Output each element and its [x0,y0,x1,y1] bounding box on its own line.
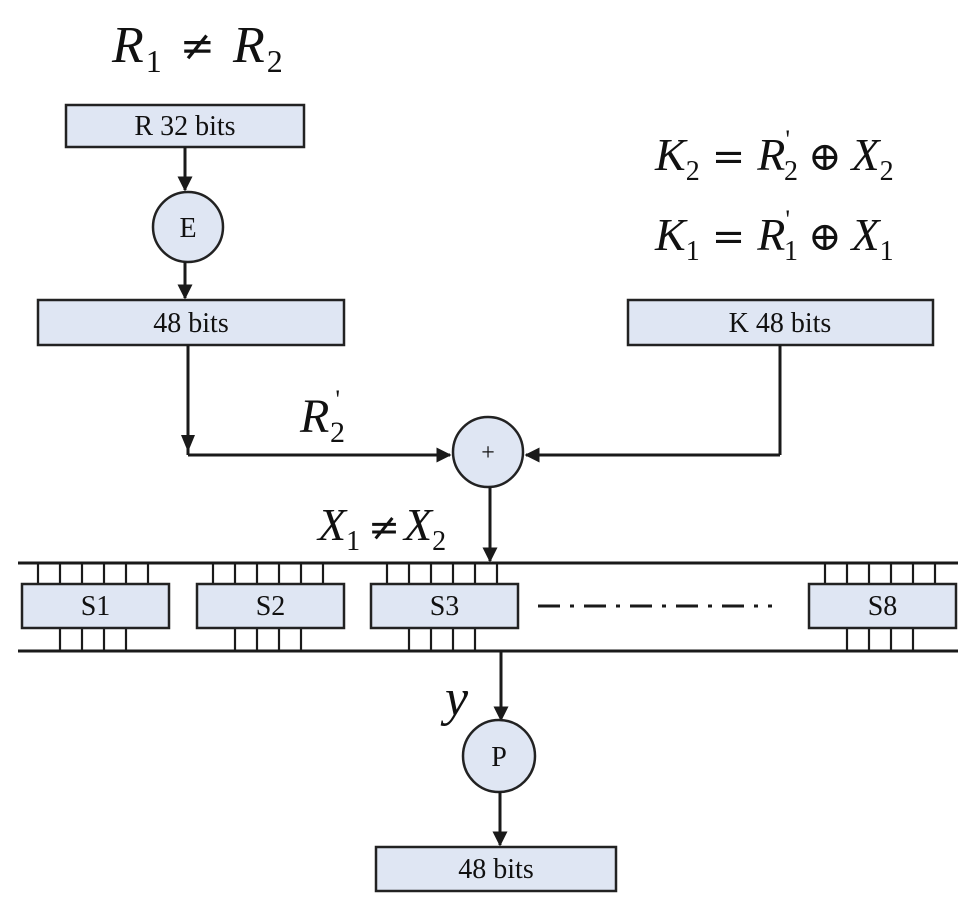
expanded-box [36,298,346,347]
y-label: y [440,670,469,727]
r-input-box [64,103,306,149]
expansion-circle [151,190,225,264]
arrowhead-48-down [181,435,195,452]
sbox-group: S1 S2 S3 S8 [20,563,958,651]
permutation-label: P [491,742,507,773]
sbox-label: S8 [868,591,898,622]
sbox-box [369,582,520,630]
k2-equation: K2=R'2⊕X2 [654,125,894,187]
sbox-label: S2 [256,591,286,622]
expanded-label: 48 bits [153,308,228,339]
key-box [626,298,935,347]
expansion-label: E [179,213,196,244]
r-input-label: R 32 bits [134,111,235,142]
x-inequality: X1≠X2 [316,499,446,557]
xor-symbol: + [481,440,495,466]
key-label: K 48 bits [729,308,832,339]
output-box [374,845,618,893]
sbox-s1: S1 [20,563,171,651]
k1-equation: K1=R'1⊕X1 [654,205,894,267]
output-label: 48 bits [458,854,533,885]
sbox-box [195,582,346,630]
r2-prime-label: R'2 [299,385,345,449]
r-inequality: R1≠R2 [111,17,283,79]
sbox-label: S1 [81,591,111,622]
sbox-s2: S2 [195,563,346,651]
sbox-box [807,582,958,630]
sbox-label: S3 [430,591,460,622]
sbox-box [20,582,171,630]
xor-circle [451,415,525,489]
sbox-s3: S3 [369,563,520,651]
sbox-s8: S8 [807,563,958,651]
